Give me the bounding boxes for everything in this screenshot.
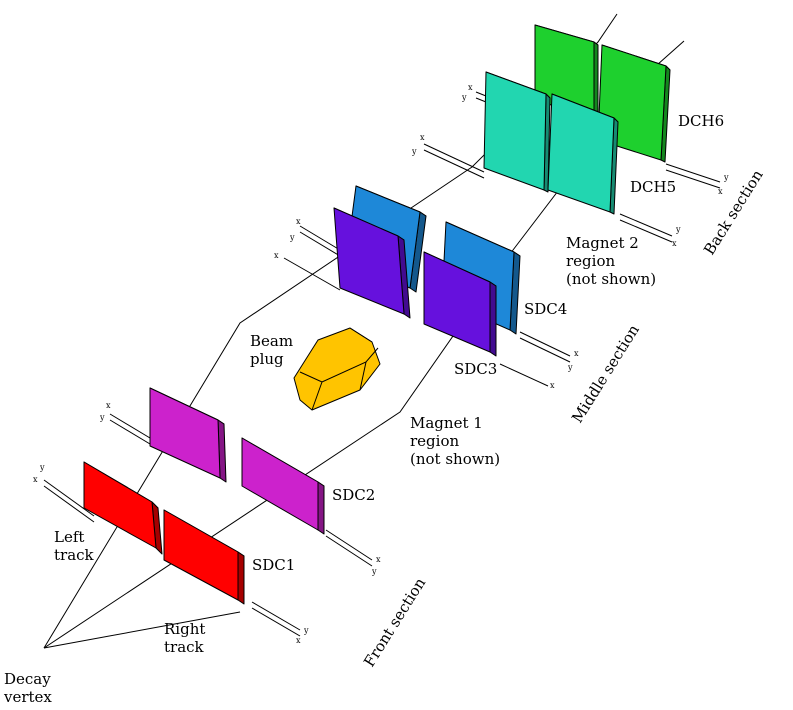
axis-x-line	[43, 479, 95, 517]
axis-y-label: y	[723, 173, 729, 182]
axis-x-label: x	[672, 239, 677, 248]
axis-x-line	[499, 363, 549, 387]
axis-y-line	[43, 485, 95, 523]
decay-vertex-label: Decay vertex	[3, 670, 56, 706]
axis-x-line	[299, 225, 341, 251]
axis-y-label: y	[289, 233, 295, 242]
axis-x-line	[325, 529, 373, 561]
axis-x-label: x	[296, 636, 301, 645]
magnet2-label: Magnet 2 region (not shown)	[566, 234, 656, 288]
coordinate-axes: x y y x x y x y x y x x y x x y	[33, 83, 729, 645]
axis-y-label: y	[303, 626, 309, 635]
axis-y-label: y	[461, 93, 467, 102]
chamber-sdc2-a	[149, 387, 227, 483]
axis-x-label: x	[376, 555, 381, 564]
axis-y-line	[251, 607, 301, 637]
axis-x-line	[619, 213, 673, 237]
axis-x-label: x	[33, 475, 38, 484]
axis-x-label: x	[550, 381, 555, 390]
magnet1-label: Magnet 1 region (not shown)	[410, 414, 500, 468]
dch5-label: DCH5	[630, 178, 676, 196]
axis-x-label: x	[296, 217, 301, 226]
vertex-connector	[43, 611, 241, 649]
beam-plug	[293, 327, 381, 411]
axis-y-label: y	[371, 567, 377, 576]
axis-y-line	[325, 535, 373, 567]
axis-y-label: y	[39, 463, 45, 472]
axis-x-label: x	[468, 83, 473, 92]
axis-y-line	[423, 149, 485, 179]
axis-y-line	[519, 337, 571, 363]
axis-y-label: y	[99, 413, 105, 422]
beam-plug-label: Beam plug	[250, 332, 298, 368]
sdc4-label: SDC4	[524, 300, 567, 318]
chamber-sdc3	[423, 251, 497, 357]
back-section-label: Back section	[700, 166, 767, 258]
chamber-dch5	[547, 93, 619, 215]
chamber-sdc2	[241, 437, 325, 535]
front-section-label: Front section	[360, 574, 429, 670]
chamber-sdc3-a	[333, 207, 411, 319]
region-labels: Decay vertex Left track Right track Beam…	[3, 234, 656, 706]
axis-x-line	[665, 163, 721, 183]
axis-x-line	[519, 331, 571, 357]
chamber-dch6-a	[534, 24, 599, 121]
axis-x-label: x	[420, 133, 425, 142]
axis-x-line	[251, 601, 301, 631]
axis-y-line	[299, 231, 341, 257]
chamber-labels: SDC1 SDC2 SDC3 SDC4 DCH5 DCH6	[252, 112, 724, 574]
right-track-label: Right track	[164, 620, 210, 656]
axis-y-line	[665, 169, 721, 189]
sdc2-label: SDC2	[332, 486, 375, 504]
axis-x-line	[423, 143, 485, 173]
axis-y-label: y	[675, 225, 681, 234]
sdc3-label: SDC3	[454, 360, 497, 378]
chamber-sdc1-a	[83, 461, 163, 555]
left-track-label: Left track	[54, 528, 95, 564]
axis-x-label: x	[718, 187, 723, 196]
sdc1-label: SDC1	[252, 556, 295, 574]
axis-x-label: x	[574, 349, 579, 358]
axis-y-label: y	[567, 363, 573, 372]
chamber-sdc1	[163, 509, 245, 605]
dch6-label: DCH6	[678, 112, 724, 130]
axis-x-label: x	[106, 401, 111, 410]
axis-y-label: y	[411, 147, 417, 156]
middle-section-label: Middle section	[568, 321, 643, 426]
axis-x-label: x	[274, 251, 279, 260]
axis-x-line	[283, 257, 341, 291]
axis-y-line	[619, 219, 673, 243]
